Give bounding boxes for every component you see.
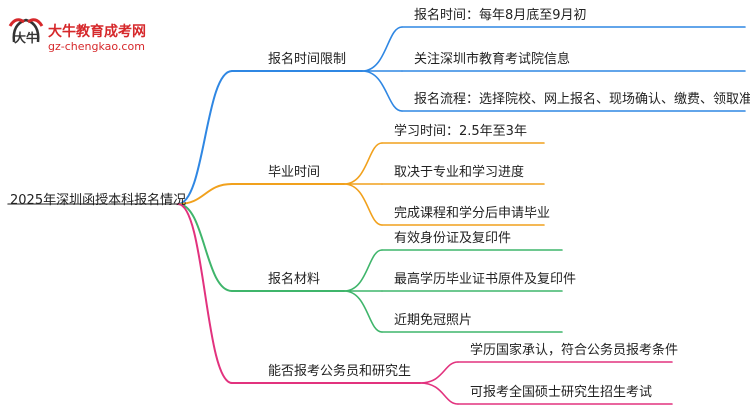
leaf-label: 有效身份证及复印件 (394, 231, 512, 246)
branch-connector (177, 70, 233, 205)
site-logo[interactable]: 大牛 大牛教育成考网 gz-chengkao.com (6, 8, 166, 58)
leaf-label: 学历国家承认，符合公务员报考条件 (470, 343, 679, 358)
branch-connector (177, 203, 233, 292)
logo-url: gz-chengkao.com (48, 40, 145, 53)
leaf-label: 取决于专业和学习进度 (394, 165, 525, 180)
child-connector (419, 361, 459, 384)
logo-title: 大牛教育成考网 (48, 24, 146, 40)
child-connector (343, 183, 383, 226)
leaf-label: 完成课程和学分后申请毕业 (394, 206, 551, 221)
branch-connector (177, 183, 233, 205)
child-connector (343, 142, 383, 185)
leaf-label: 关注深圳市教育考试院信息 (414, 52, 571, 67)
child-connector (361, 26, 403, 72)
branch-label: 能否报考公务员和研究生 (268, 364, 412, 379)
leaf-label: 报名时间：每年8月底至9月初 (414, 8, 587, 23)
child-connector (361, 70, 403, 112)
logo-mark-text: 大牛 (14, 30, 38, 45)
bull-logo-icon: 大牛 (8, 18, 44, 45)
leaf-label: 近期免冠照片 (394, 313, 473, 328)
branch-connector (177, 203, 233, 384)
child-connector (343, 249, 383, 292)
branch-label: 毕业时间 (268, 165, 321, 180)
child-connector (419, 382, 459, 405)
leaf-label: 报名流程：选择院校、网上报名、现场确认、缴费、领取准考证 (414, 92, 750, 107)
child-connector (343, 290, 383, 333)
root-node-label: 2025年深圳函授本科报名情况 (10, 193, 187, 208)
branch-label: 报名材料 (268, 272, 321, 287)
leaf-label: 可报考全国硕士研究生招生考试 (470, 385, 653, 400)
leaf-label: 学习时间：2.5年至3年 (394, 124, 527, 139)
branch-label: 报名时间限制 (268, 52, 347, 67)
leaf-label: 最高学历毕业证书原件及复印件 (394, 272, 577, 287)
